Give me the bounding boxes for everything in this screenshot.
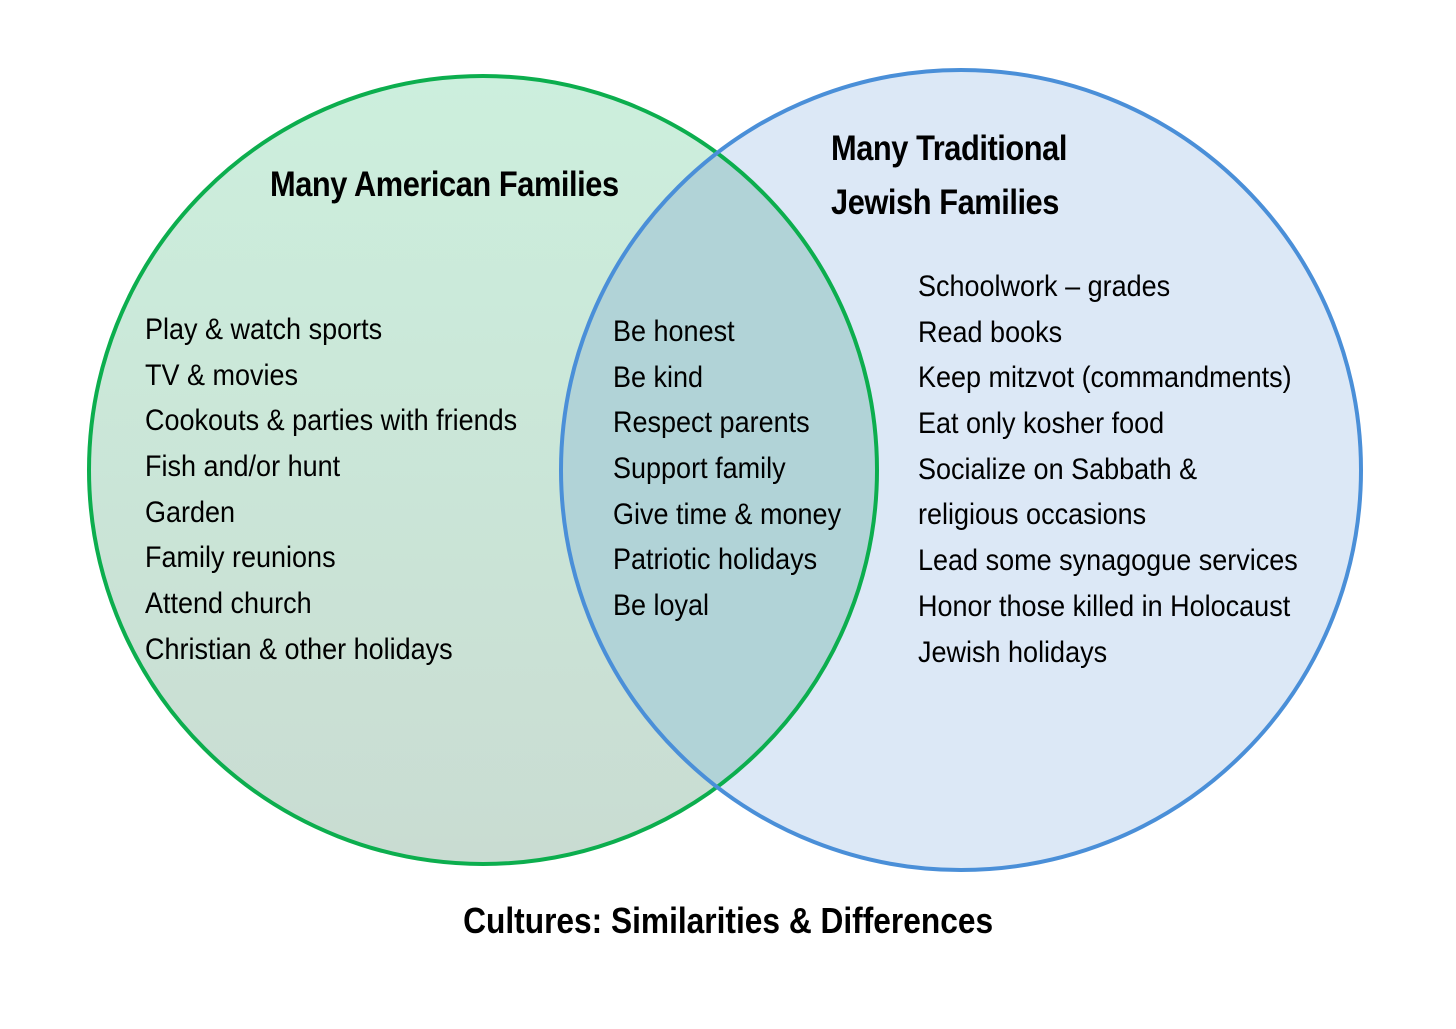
right-item: religious occasions	[918, 498, 1147, 532]
overlap-items: Be honest Be kind Respect parents Suppor…	[613, 309, 841, 629]
right-item: Honor those killed in Holocaust	[918, 589, 1291, 623]
overlap-item: Respect parents	[613, 406, 810, 440]
left-set-items: Play & watch sports TV & movies Cookouts…	[145, 307, 517, 673]
overlap-item: Be loyal	[613, 589, 710, 623]
left-item: Attend church	[145, 587, 312, 621]
left-item: Garden	[145, 495, 236, 529]
diagram-caption: Cultures: Similarities & Differences	[0, 900, 1456, 942]
right-item: Keep mitzvot (commandments)	[918, 361, 1292, 395]
right-set-items: Schoolwork – grades Read books Keep mitz…	[918, 264, 1298, 675]
left-set-title: Many American Families	[270, 165, 619, 204]
overlap-item: Give time & money	[613, 497, 842, 531]
right-item: Eat only kosher food	[918, 407, 1165, 441]
right-item: Read books	[918, 315, 1063, 349]
right-item: Schoolwork – grades	[918, 270, 1171, 303]
right-item: Lead some synagogue services	[918, 544, 1298, 578]
overlap-item: Support family	[613, 452, 786, 486]
right-title-line-1: Many Traditional	[831, 129, 1067, 168]
right-item: Socialize on Sabbath &	[918, 452, 1198, 486]
overlap-item: Be honest	[613, 315, 735, 348]
right-item: Jewish holidays	[918, 635, 1108, 669]
left-item: Christian & other holidays	[145, 632, 453, 666]
overlap-item: Patriotic holidays	[613, 543, 818, 577]
left-item: Family reunions	[145, 541, 336, 575]
overlap-item: Be kind	[613, 360, 704, 394]
left-item: TV & movies	[145, 358, 299, 392]
left-circle-outline	[87, 74, 879, 866]
caption-text: Cultures: Similarities & Differences	[463, 900, 993, 941]
left-item: Cookouts & parties with friends	[145, 404, 518, 438]
overlap-region	[561, 76, 877, 864]
left-item: Play & watch sports	[145, 313, 383, 346]
left-item: Fish and/or hunt	[145, 450, 341, 484]
right-circle-outline	[559, 68, 1363, 872]
right-set-title: Many Traditional Jewish Families	[831, 122, 1067, 230]
right-title-line-2: Jewish Families	[831, 183, 1059, 222]
